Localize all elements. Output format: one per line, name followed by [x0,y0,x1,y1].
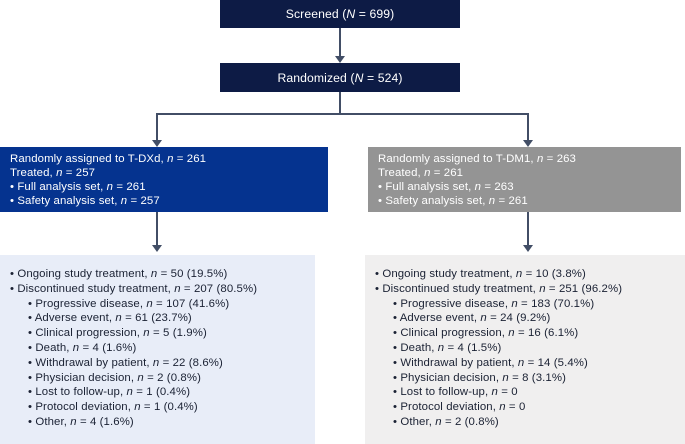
list-item: • Discontinued study treatment, n = 207 … [10,282,258,295]
list-item: • Physician decision, n = 8 (3.1%) [393,371,566,384]
list-item: • Adverse event, n = 61 (23.7%) [28,312,192,325]
list-item: • Death, n = 4 (1.5%) [393,341,502,354]
list-item: • Progressive disease, n = 183 (70.1%) [393,297,595,310]
list-item: • Ongoing study treatment, n = 10 (3.8%) [375,268,586,280]
tdxd-outcomes-panel: • Ongoing study treatment, n = 50 (19.5%… [0,255,315,444]
connector-drop-left [156,113,158,141]
tdm1-outcomes-panel: • Ongoing study treatment, n = 10 (3.8%)… [365,255,685,444]
list-item: • Safety analysis set, n = 257 [10,195,160,208]
arrowhead-right-arm [522,140,533,147]
list-item: • Discontinued study treatment, n = 251 … [375,282,623,295]
list-item: • Safety analysis set, n = 261 [378,195,528,208]
connector-screened-randomized [339,28,341,57]
list-item: Randomly assigned to T-DXd, n = 261 [10,153,207,165]
list-item: • Withdrawal by patient, n = 22 (8.6%) [28,356,223,369]
randomized-label: Randomized (N = 524) [277,70,403,85]
connector-split-horizontal [156,113,529,115]
arrowhead-left-outcomes [151,245,162,252]
list-item: • Physician decision, n = 2 (0.8%) [28,371,201,384]
randomized-box: Randomized (N = 524) [220,63,460,92]
screened-box: Screened (N = 699) [220,0,460,28]
list-item: • Full analysis set, n = 263 [378,181,514,194]
list-item: • Clinical progression, n = 16 (6.1%) [393,327,579,340]
list-item: • Other, n = 2 (0.8%) [393,415,499,428]
arrowhead-left-arm [151,140,162,147]
connector-left-outcomes [156,212,158,246]
list-item: • Full analysis set, n = 261 [10,181,146,194]
list-item: • Clinical progression, n = 5 (1.9%) [28,327,207,340]
list-item: • Protocol deviation, n = 0 [393,401,526,414]
list-item: Treated, n = 257 [10,167,96,180]
list-item: • Ongoing study treatment, n = 50 (19.5%… [10,268,228,280]
list-item: • Death, n = 4 (1.6%) [28,341,137,354]
list-item: • Lost to follow-up, n = 0 [393,386,518,399]
list-item: • Progressive disease, n = 107 (41.6%) [28,297,230,310]
list-item: • Other, n = 4 (1.6%) [28,415,134,428]
arrowhead-randomized [334,56,345,63]
arrowhead-right-outcomes [522,245,533,252]
screened-label: Screened (N = 699) [285,7,395,21]
list-item: • Lost to follow-up, n = 1 (0.4%) [28,386,191,399]
list-item: • Withdrawal by patient, n = 14 (5.4%) [393,356,588,369]
list-item: • Adverse event, n = 24 (9.2%) [393,312,551,325]
list-item: Treated, n = 261 [378,167,464,180]
connector-drop-right [527,113,529,141]
list-item: • Protocol deviation, n = 1 (0.4%) [28,401,198,414]
list-item: Randomly assigned to T-DM1, n = 263 [378,153,576,165]
connector-randomized-stem [339,92,341,115]
connector-right-outcomes [527,212,529,246]
